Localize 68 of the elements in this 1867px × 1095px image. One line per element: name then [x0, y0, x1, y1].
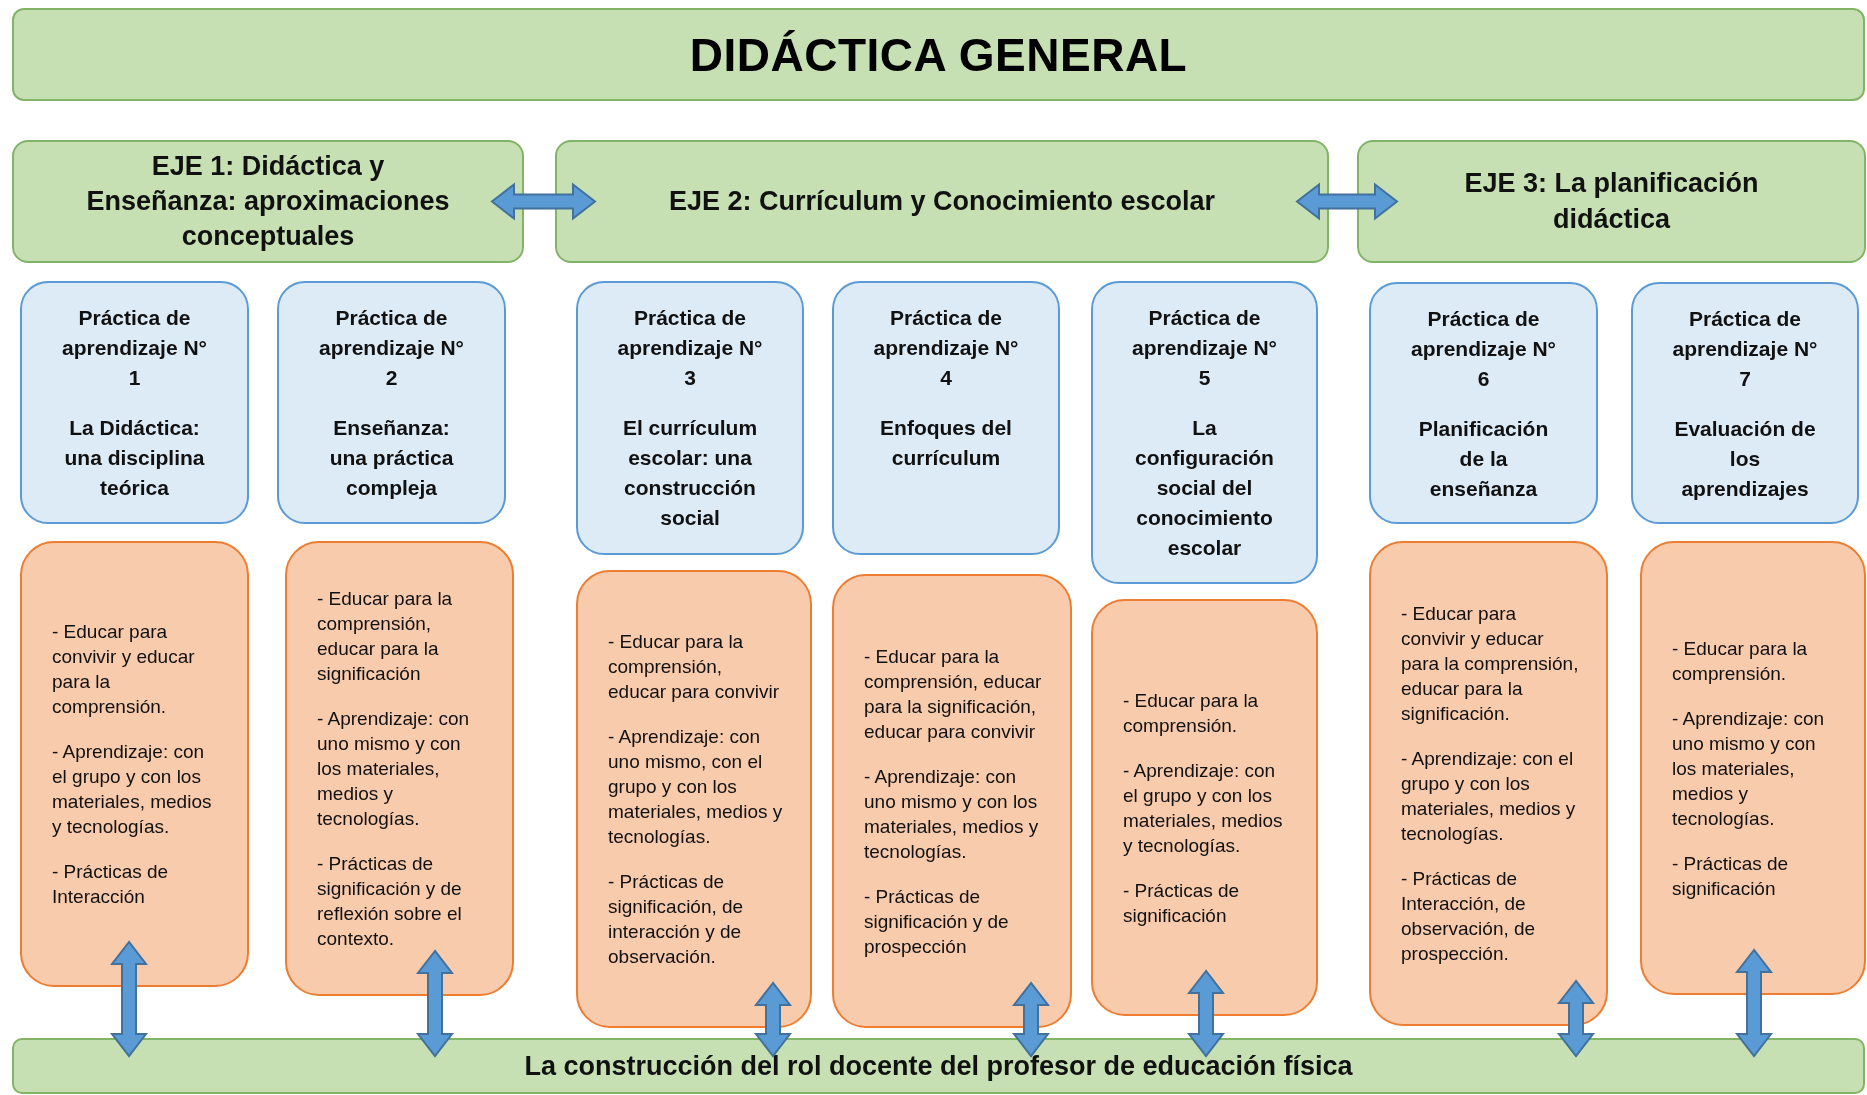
practice-topic: La configuración social del conocimiento escolar [1134, 415, 1275, 561]
content-item: - Educar para la comprensión, educar para convivir [608, 630, 781, 704]
double-arrow [1011, 981, 1051, 1058]
practice-box [1631, 282, 1859, 524]
practice-number: Práctica de aprendizaje N° 2 [318, 305, 465, 391]
practice-topic: Enseñanza: una práctica compleja [328, 415, 455, 501]
practice-box [277, 281, 506, 524]
content-item: - Aprendizaje: con el grupo y con los materiales, medios y tecnologías. [1123, 758, 1284, 858]
axis-box [12, 140, 524, 263]
content-box [576, 570, 812, 1028]
content-item: - Aprendizaje: con el grupo y con los materiales, medios y tecnologías. [1401, 747, 1577, 846]
practice-box [20, 281, 249, 524]
content-item: - Prácticas de significación y de prospección [864, 884, 1010, 959]
content-item: - Educar para convivir y educar para la comprensión, educar para la significación. [1401, 602, 1580, 726]
content-item: - Educar para la comprensión, educar para la significación, educar para convivir [864, 644, 1043, 744]
content-item: - Educar para la comprensión. [1123, 688, 1260, 738]
practice-number: Práctica de aprendizaje N° 5 [1131, 305, 1278, 391]
axis-heading: EJE 3: La planificación didáctica [1463, 167, 1760, 236]
double-arrow [109, 940, 149, 1058]
practice-box [1091, 281, 1318, 584]
practice-number: Práctica de aprendizaje N° 7 [1671, 306, 1819, 392]
practice-number: Práctica de aprendizaje N° 3 [616, 305, 764, 391]
content-item: - Educar para convivir y educar para la comprensión. [52, 620, 196, 719]
band-text: La construcción del rol docente del profesor de educación física [524, 1050, 1353, 1082]
practice-box [832, 281, 1060, 555]
double-arrow [1186, 969, 1226, 1058]
practice-box [576, 281, 804, 555]
conclusion-band [12, 1038, 1865, 1094]
content-item: - Aprendizaje: con uno mismo y con los materiales, medios y tecnologías. [1672, 706, 1826, 831]
content-item: - Prácticas de significación [1672, 851, 1790, 901]
double-arrow [753, 981, 793, 1058]
practice-number: Práctica de aprendizaje N° 1 [61, 305, 208, 391]
banner-text: DIDÁCTICA GENERAL [689, 27, 1188, 82]
double-arrow [490, 182, 597, 221]
content-box [832, 574, 1072, 1028]
practice-topic: Planificación de la enseñanza [1417, 416, 1550, 502]
content-item: - Educar para la comprensión, educar para la significación [317, 587, 454, 686]
content-box [1640, 541, 1866, 995]
content-item: - Educar para la comprensión. [1672, 636, 1809, 686]
double-arrow [1734, 948, 1774, 1058]
content-item: - Aprendizaje: con uno mismo y con los materiales, medios y tecnologías. [317, 707, 471, 831]
content-item: - Aprendizaje: con el grupo y con los materiales, medios y tecnologías. [52, 740, 213, 839]
practice-topic: Enfoques del currículum [879, 415, 1013, 471]
double-arrow [415, 949, 455, 1058]
axis-heading: EJE 2: Currículum y Conocimiento escolar [668, 184, 1216, 218]
practice-topic: El currículum escolar: una construcción social [621, 415, 759, 531]
axis-heading: EJE 1: Didáctica y Enseñanza: aproximaciones conceptuales [85, 149, 451, 254]
content-item: - Prácticas de significación, de interacción y de observación. [608, 870, 745, 969]
practice-box [1369, 282, 1598, 524]
axis-box [555, 140, 1329, 263]
practice-number: Práctica de aprendizaje N° 4 [872, 305, 1020, 391]
content-item: - Prácticas de Interacción, de observación, de prospección. [1401, 867, 1537, 966]
content-box [285, 541, 514, 996]
content-box [20, 541, 249, 987]
content-box [1091, 599, 1318, 1016]
axis-box [1357, 140, 1866, 263]
practice-topic: Evaluación de los aprendizajes [1673, 416, 1817, 502]
content-box [1369, 541, 1608, 1026]
double-arrow [1295, 182, 1399, 221]
double-arrow [1556, 979, 1596, 1058]
practice-number: Práctica de aprendizaje N° 6 [1410, 306, 1557, 392]
title-banner [12, 8, 1865, 101]
content-item: - Prácticas de significación [1123, 878, 1241, 928]
content-item: - Aprendizaje: con uno mismo, con el grupo y con los materiales, medios y tecnologías. [608, 725, 784, 849]
practice-topic: La Didáctica: una disciplina teórica [63, 415, 206, 501]
content-item: - Prácticas de significación y de reflexión sobre el contexto. [317, 852, 463, 951]
content-item: - Aprendizaje: con uno mismo y con los materiales, medios y tecnologías. [864, 764, 1040, 864]
content-item: - Prácticas de Interacción [52, 860, 170, 909]
